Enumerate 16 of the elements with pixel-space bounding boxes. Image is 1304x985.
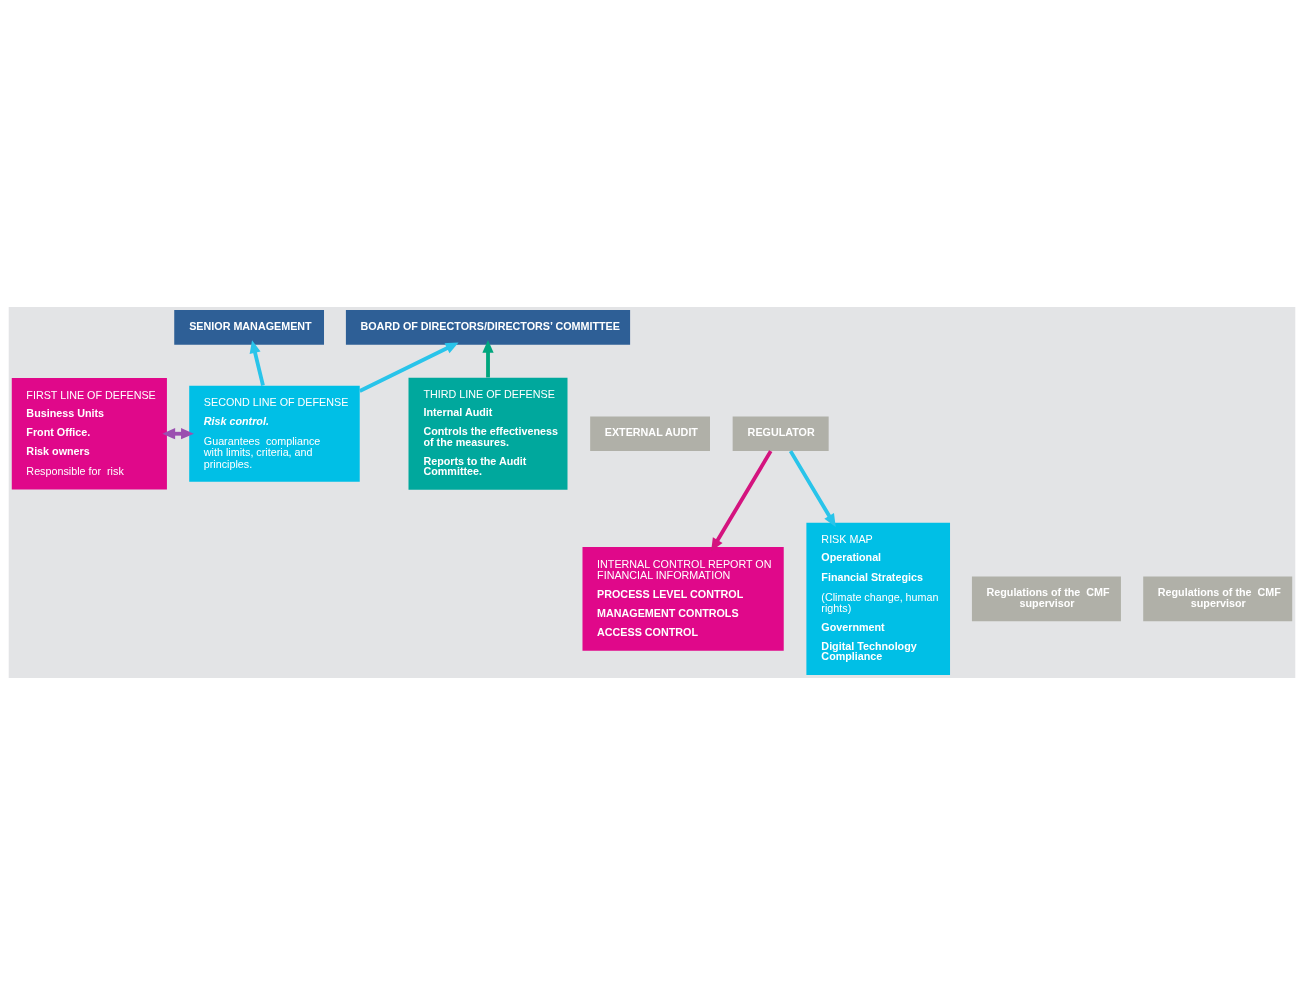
node-box: SENIOR MANAGEMENT bbox=[174, 310, 324, 345]
arrow bbox=[788, 450, 836, 527]
node-box: INTERNAL CONTROL REPORT ON FINANCIAL INFORMATION PROCESS LEVEL CONTROL MANAGEMENT CONTROLS ACCESS CONTROL bbox=[582, 547, 784, 651]
node-box: REGULATOR bbox=[732, 416, 829, 451]
node-box: Regulations of the CMF supervisor bbox=[1143, 576, 1293, 622]
node-box: RISK MAP Operational Financial Strategics (Climate change, human rights) Government Digital Technology Compliance bbox=[806, 522, 951, 675]
node-box: Regulations of the CMF supervisor bbox=[971, 576, 1121, 622]
arrow bbox=[482, 339, 494, 378]
node-box: BOARD OF DIRECTORS/DIRECTORS’ COMMITTEE bbox=[345, 310, 631, 345]
node-box: THIRD LINE OF DEFENSE Internal Audit Controls the effectiveness of the measures. Reports to the Audit Committee. bbox=[408, 377, 568, 490]
arrow bbox=[249, 340, 265, 386]
node-box: EXTERNAL AUDIT bbox=[590, 416, 710, 451]
node-box: SECOND LINE OF DEFENSE Risk control. Guarantees compliance with limits, criteria, and principles. bbox=[189, 385, 360, 482]
node-box: FIRST LINE OF DEFENSE Business Units Front Office. Risk owners Responsible for risk bbox=[11, 378, 167, 490]
arrow bbox=[711, 450, 773, 552]
arrow bbox=[358, 342, 459, 393]
